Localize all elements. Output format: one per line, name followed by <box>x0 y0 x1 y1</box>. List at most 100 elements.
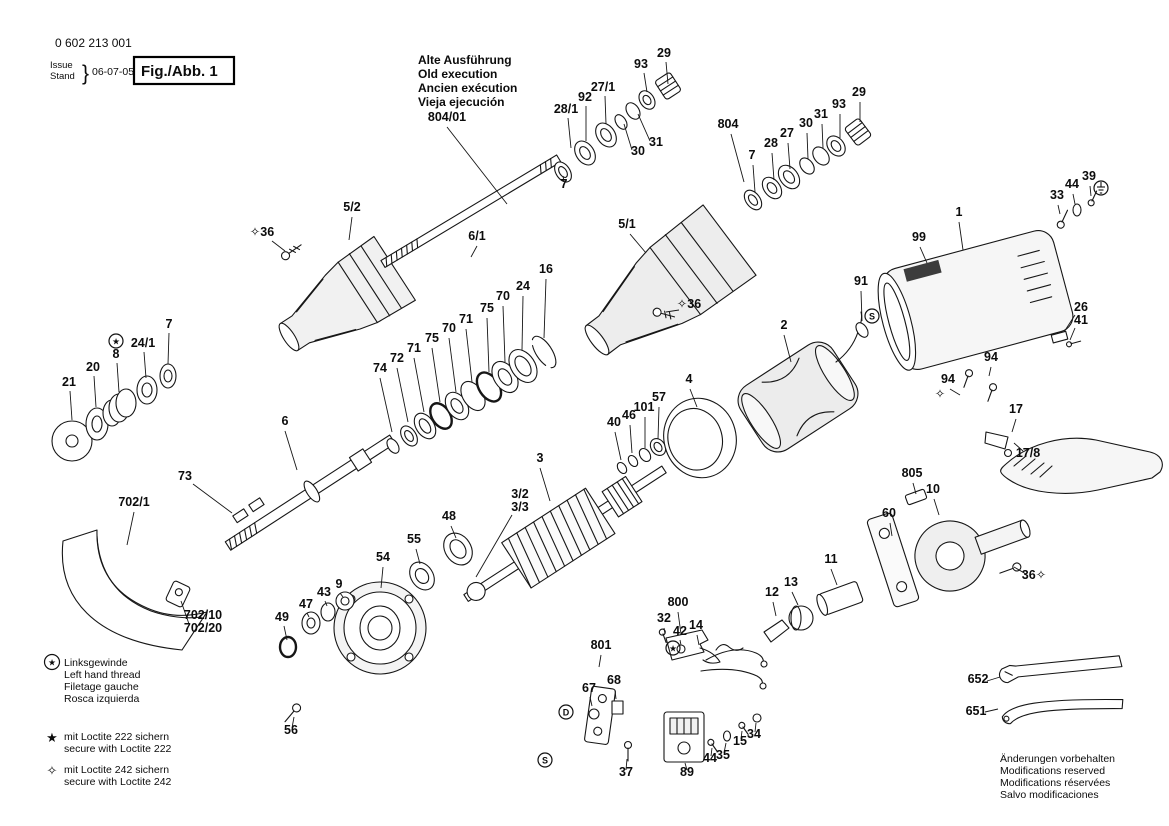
part-label-14: 14 <box>689 618 703 632</box>
part-label-651: 651 <box>966 704 987 718</box>
key <box>248 497 265 513</box>
open-end-wrench <box>998 655 1123 684</box>
leader-line <box>933 498 940 516</box>
footer-es: Salvo modificaciones <box>1000 789 1099 801</box>
part-label-44: 44 <box>1065 177 1079 191</box>
leader-line <box>730 133 745 183</box>
part-label-36: ✧36 <box>677 297 701 311</box>
leader-line <box>677 611 682 635</box>
figure-label: Fig./Abb. 1 <box>141 63 218 80</box>
leader-line <box>1072 193 1076 205</box>
part-label-702-1: 702/1 <box>118 495 149 509</box>
leader-line <box>589 696 593 707</box>
guard-clamp <box>165 580 191 608</box>
leader-line <box>598 654 602 668</box>
leader-line <box>637 113 651 142</box>
part-label-56: 56 <box>284 723 298 737</box>
leader-line <box>126 511 135 546</box>
part-label-28: 28 <box>764 136 778 150</box>
leader-line <box>1069 327 1076 341</box>
part-label-71: 71 <box>459 312 473 326</box>
part-label-49: 49 <box>275 610 289 624</box>
part-label-94: 94 <box>941 372 955 386</box>
part-label-43: 43 <box>317 585 331 599</box>
leader-line <box>689 388 698 408</box>
leader-line <box>283 625 288 641</box>
legend-lht-en: Left hand thread <box>64 669 141 681</box>
star-glyph: ★ <box>48 658 56 668</box>
open-star-icon: ✧ <box>47 763 58 778</box>
part-label-70: 70 <box>496 289 510 303</box>
part-label-8: 8 <box>113 347 120 361</box>
leader-line <box>521 295 524 351</box>
stand-label: Stand <box>50 71 75 82</box>
part-label-68: 68 <box>607 673 621 687</box>
svg-text:★: ★ <box>669 644 677 654</box>
part-label-12: 12 <box>765 585 779 599</box>
part-label-26: 26 <box>1074 300 1088 314</box>
spindle-housing-small <box>278 235 416 352</box>
deflector-ring <box>663 397 737 479</box>
part-label-30: 30 <box>631 144 645 158</box>
part-label-3-3: 3/3 <box>511 500 528 514</box>
motor-housing <box>877 230 1074 371</box>
legend-l222-en: secure with Loctite 222 <box>64 743 172 755</box>
part-label-10: 10 <box>926 482 940 496</box>
part-label-55: 55 <box>407 532 421 546</box>
part-label-5-2: 5/2 <box>343 200 360 214</box>
part-label-4: 4 <box>686 372 693 386</box>
leader-line <box>614 689 617 700</box>
old-execution-note: Alte Ausführung Old execution Ancien exé… <box>418 53 517 109</box>
part-label-7: 7 <box>561 177 568 191</box>
legend-lht-de: Linksgewinde <box>64 657 128 669</box>
leader-line <box>143 351 147 379</box>
part-label-7: 7 <box>166 317 173 331</box>
part-label-6-1: 6/1 <box>468 229 485 243</box>
leader-line <box>1013 566 1027 575</box>
circled-letter-symbol: S <box>864 308 880 324</box>
part-label-31: 31 <box>814 107 828 121</box>
legend-loctite-222: ★ mit Loctite 222 sichern secure with Lo… <box>46 730 171 755</box>
part-label-6: 6 <box>282 414 289 428</box>
leader-line <box>806 132 809 160</box>
spindle-shaft <box>224 434 396 551</box>
part-label-2: 2 <box>781 318 788 332</box>
part-label-75: 75 <box>480 301 494 315</box>
current-washer-stack <box>743 118 872 211</box>
leader-line <box>912 482 917 495</box>
leader-line <box>69 390 73 421</box>
part-label-91: 91 <box>854 274 868 288</box>
legend-l222-de: mit Loctite 222 sichern <box>64 731 169 743</box>
part-label-41: 41 <box>1074 313 1088 327</box>
part-label-93: 93 <box>832 97 846 111</box>
leader-line <box>821 123 824 149</box>
old-execution-stack <box>554 72 681 183</box>
figure-box <box>132 55 236 86</box>
part-label-37: 37 <box>619 765 633 779</box>
part-label-24-1: 24/1 <box>131 336 155 350</box>
leader-line <box>379 377 393 433</box>
part-label-32: 32 <box>657 611 671 625</box>
part-label-60: 60 <box>882 506 896 520</box>
leader-line <box>623 123 633 151</box>
part-label-28-1: 28/1 <box>554 102 578 116</box>
part-label-39: 39 <box>1082 169 1096 183</box>
part-label-42: 42 <box>673 624 687 638</box>
leader-line <box>167 332 170 365</box>
coupling-parts <box>763 581 864 643</box>
leader-line <box>93 375 97 408</box>
issue-date: 06-07-05 <box>92 66 134 78</box>
svg-text:★: ★ <box>112 337 120 347</box>
leader-line <box>604 95 607 125</box>
part-label-15: 15 <box>733 734 747 748</box>
leader-line <box>413 357 425 413</box>
leader-line <box>486 317 490 373</box>
part-label-67: 67 <box>582 681 596 695</box>
leader-line <box>791 591 799 606</box>
leader-line <box>657 406 660 440</box>
leader-line <box>771 152 775 181</box>
part-label-57: 57 <box>652 390 666 404</box>
leader-line <box>306 612 310 618</box>
leader-line <box>1089 185 1092 197</box>
